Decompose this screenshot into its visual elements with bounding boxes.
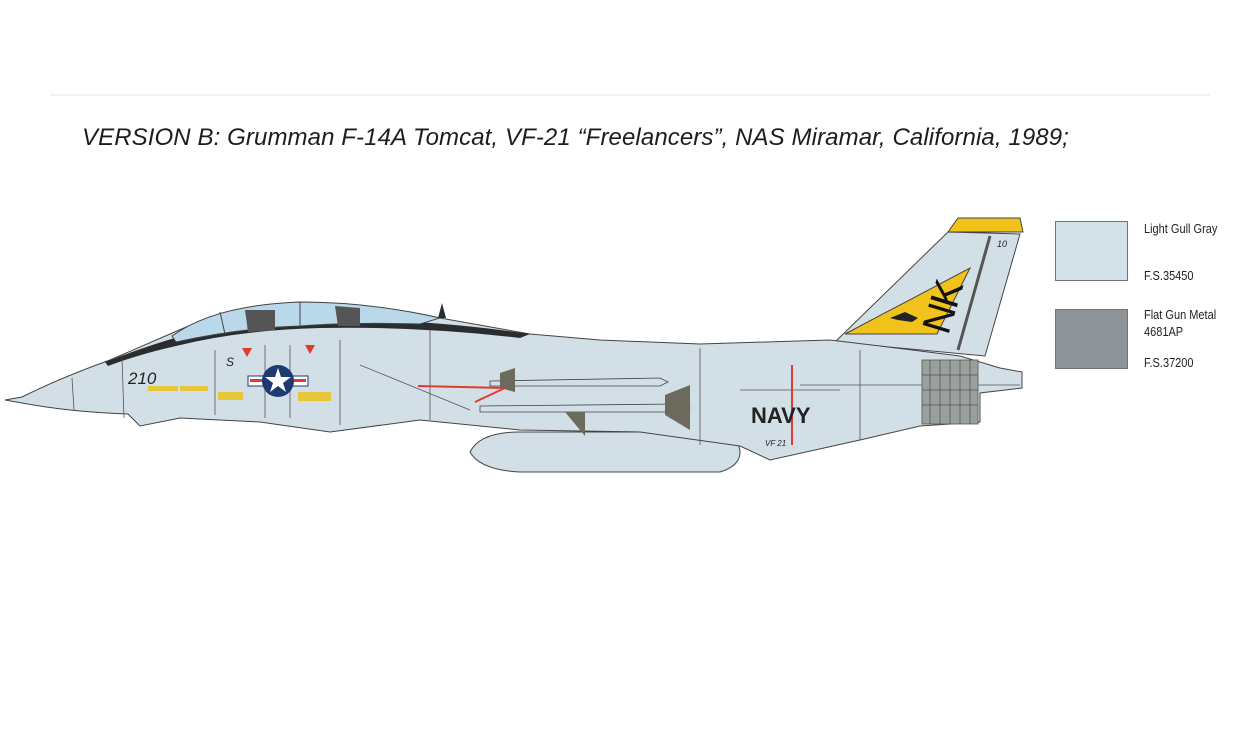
side-letter: S	[226, 355, 234, 369]
version-title: VERSION B: Grumman F-14A Tomcat, VF-21 “…	[82, 124, 1069, 151]
missile	[489, 377, 669, 387]
squadron-marking: VF 21	[765, 439, 786, 448]
warning-triangle	[305, 345, 315, 354]
tail-cap	[947, 217, 1024, 233]
stencil	[298, 392, 331, 401]
modex-number: 210	[127, 369, 157, 388]
legend-name: Light Gull Gray	[1144, 222, 1218, 236]
drop-tank	[469, 431, 741, 473]
stencil	[148, 386, 178, 391]
red-stripe	[417, 385, 506, 403]
ejection-seat	[245, 310, 275, 332]
ejection-seat	[335, 306, 360, 326]
tail-yellow-triangle	[844, 266, 972, 335]
missile-fin	[500, 368, 515, 392]
warning-triangle	[242, 348, 252, 357]
antenna	[438, 303, 446, 318]
missile-fin	[565, 412, 585, 436]
navy-marking: NAVY	[751, 403, 811, 428]
stencil	[218, 392, 243, 400]
freelancer-emblem	[890, 312, 918, 322]
legend-name: Flat Gun Metal	[1144, 308, 1217, 322]
engine-nozzle	[921, 359, 979, 425]
missile-fin	[665, 385, 690, 430]
tail-stripe	[956, 235, 992, 351]
national-insignia	[247, 365, 309, 397]
tail-number: 10	[997, 239, 1007, 249]
color-swatch-flat-gun-metal	[1055, 309, 1128, 369]
legend-code: F.S.35450	[1144, 269, 1194, 283]
stencil	[180, 386, 208, 391]
color-swatch-light-gull-gray	[1055, 221, 1128, 281]
divider-line	[50, 94, 1210, 96]
legend-subcode: 4681AP	[1144, 325, 1184, 339]
legend-code: F.S.37200	[1144, 356, 1194, 370]
